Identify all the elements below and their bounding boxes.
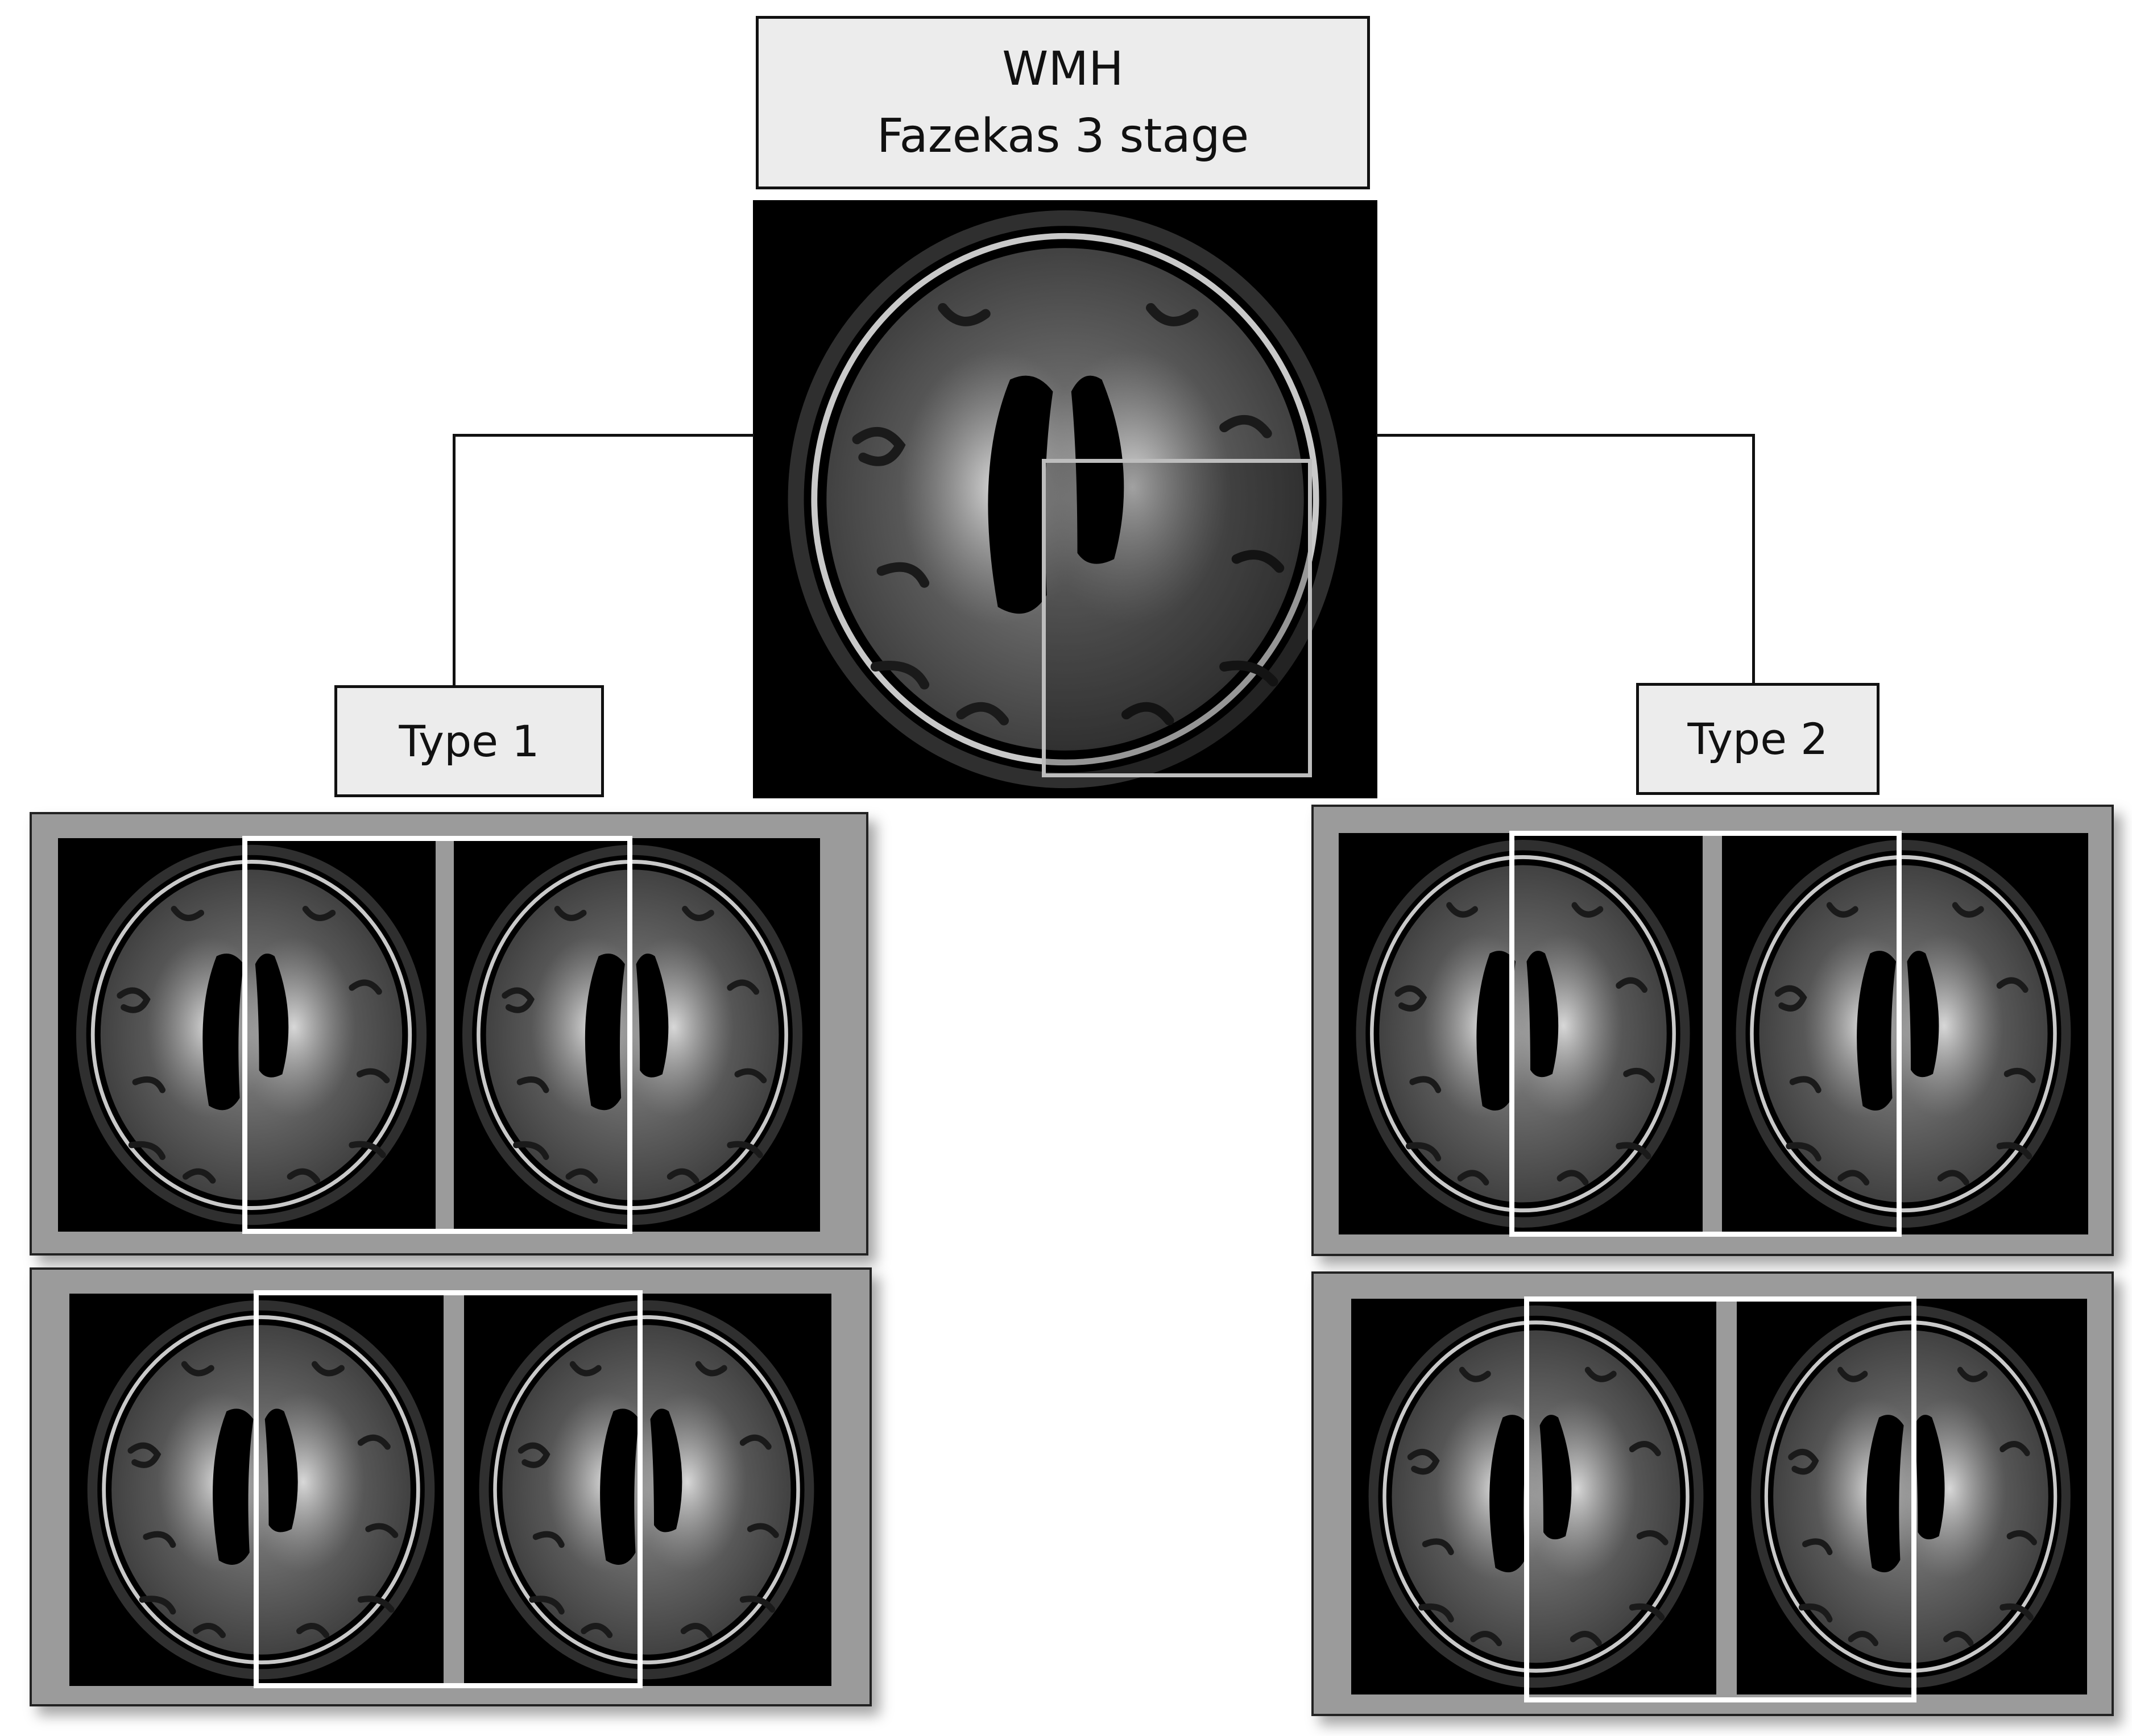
mri-scan-left <box>1351 1299 1721 1694</box>
type2-example-panel-2 <box>1311 1271 2114 1716</box>
connector-right-vertical <box>1752 434 1755 685</box>
comparison-highlight <box>242 836 632 1234</box>
type1-box: Type 1 <box>334 685 604 797</box>
mri-scan-right <box>1719 833 2088 1234</box>
comparison-highlight <box>1524 1296 1916 1702</box>
mri-scan-left <box>1339 833 1707 1234</box>
type2-example-panel-1 <box>1311 805 2114 1256</box>
main-mri-scan <box>753 200 1377 798</box>
comparison-highlight <box>254 1290 643 1688</box>
connector-left-horizontal <box>453 434 754 437</box>
panel-divider <box>436 838 454 1232</box>
type2-box: Type 2 <box>1636 683 1880 795</box>
mri-scan-right <box>445 838 820 1232</box>
header-line-1: WMH <box>1002 42 1124 96</box>
connector-right-horizontal <box>1376 434 1755 437</box>
panel-divider <box>444 1294 464 1686</box>
panel-divider <box>1703 833 1722 1234</box>
mri-scan-right <box>1734 1299 2087 1694</box>
type2-label: Type 2 <box>1687 714 1828 764</box>
mri-scan-left <box>58 838 445 1232</box>
type1-example-panel-1 <box>30 812 868 1256</box>
mri-scan-left <box>69 1294 453 1686</box>
comparison-highlight <box>1509 831 1902 1237</box>
header-box: WMH Fazekas 3 stage <box>756 16 1370 189</box>
header-line-2: Fazekas 3 stage <box>876 109 1249 163</box>
type1-example-panel-2 <box>30 1267 872 1706</box>
main-scan-highlight <box>1042 459 1312 777</box>
connector-left-vertical <box>453 434 456 688</box>
panel-divider <box>1716 1299 1737 1694</box>
mri-scan-right <box>462 1294 831 1686</box>
type1-label: Type 1 <box>399 716 540 767</box>
